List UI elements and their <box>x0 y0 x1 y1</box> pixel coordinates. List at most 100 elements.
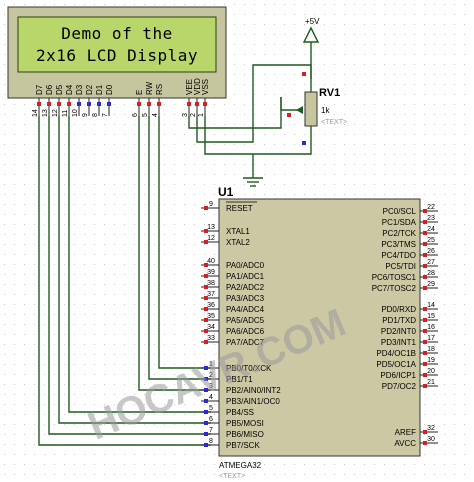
u1-pin-name: PA6/ADC6 <box>226 327 265 336</box>
pin-marker <box>87 102 91 106</box>
ground-symbol-icon[interactable] <box>243 177 263 187</box>
pin-marker <box>423 231 427 235</box>
pin-marker <box>204 432 208 436</box>
u1-pin-name: RESET <box>226 204 253 213</box>
lcd-pin-group: D714D613D512D411D310D29D18D07E6RW5RS4VEE… <box>32 78 210 117</box>
u1-ref: U1 <box>218 185 234 199</box>
pin-marker <box>97 102 101 106</box>
wire-group <box>38 42 312 446</box>
u1-pin-number: 23 <box>427 215 435 222</box>
u1-pin-name: PD1/TXD <box>382 316 416 325</box>
pin-marker <box>204 421 208 425</box>
pin-marker <box>204 240 208 244</box>
u1-pin-number: 22 <box>427 204 435 211</box>
rv1-body <box>304 91 318 127</box>
lcd-pin-label: D3 <box>75 84 84 95</box>
pin-marker <box>204 263 208 267</box>
u1-pin-name: PC4/TDO <box>381 251 416 260</box>
pin-marker <box>187 102 191 106</box>
pin-marker-blue <box>302 141 306 145</box>
wire-d5-pb5 <box>58 116 211 424</box>
u1-pin-name: PC2/TCK <box>382 229 416 238</box>
u1-pin-number: 36 <box>207 302 215 309</box>
lcd-pin-number: 13 <box>42 109 49 117</box>
u1-pin-number: 17 <box>427 335 435 342</box>
u1-pin-name: PD2/INT0 <box>381 327 417 336</box>
u1-text: <TEXT> <box>219 473 245 480</box>
pin-marker <box>423 275 427 279</box>
lcd-pin-number: 12 <box>52 109 59 117</box>
lcd-pin-number: 9 <box>82 113 89 117</box>
u1-pin-name: PB6/MISO <box>226 430 264 439</box>
rv1-text: <TEXT> <box>321 119 347 126</box>
pin-marker <box>423 286 427 290</box>
pin-marker <box>204 274 208 278</box>
u1-pin-number: 24 <box>427 226 435 233</box>
pin-marker <box>423 340 427 344</box>
u1-pin-name: PB1/T1 <box>226 375 253 384</box>
u1-pin-number: 9 <box>209 201 213 208</box>
potentiometer-rv1[interactable]: RV1 1k <TEXT> <box>280 72 347 145</box>
u1-pin-number: 3 <box>209 383 213 390</box>
lcd-pin-label: VSS <box>201 79 210 95</box>
power-terminal-5v[interactable]: +5V <box>302 17 320 43</box>
u1-pin-name: PA4/ADC4 <box>226 305 265 314</box>
u1-pin-number: 18 <box>427 346 435 353</box>
u1-pin-number: 5 <box>209 405 213 412</box>
pin-marker <box>57 102 61 106</box>
pin-marker <box>204 285 208 289</box>
u1-pin-name: PD5/OC1A <box>376 360 416 369</box>
pin-marker <box>204 443 208 447</box>
pin-marker <box>203 102 207 106</box>
u1-pin-number: 37 <box>207 291 215 298</box>
wire-d6-pb6 <box>48 116 211 435</box>
u1-pin-name: PC5/TDI <box>385 262 416 271</box>
pin-marker <box>204 377 208 381</box>
pin-marker <box>204 366 208 370</box>
u1-pin-name: PB3/AIN1/OC0 <box>226 397 280 406</box>
pin-marker <box>204 229 208 233</box>
u1-pin-number: 21 <box>427 379 435 386</box>
u1-pin-number: 25 <box>427 237 435 244</box>
wire-rw-pb1 <box>148 116 211 380</box>
lcd-pin-label: D5 <box>55 84 64 95</box>
lcd-pin-label: D7 <box>35 84 44 95</box>
lcd-module[interactable]: Demo of the 2x16 LCD Display D714D613D51… <box>7 6 227 117</box>
pin-marker <box>204 388 208 392</box>
u1-pin-name: PB7/SCK <box>226 441 260 450</box>
pin-marker <box>423 329 427 333</box>
wire-d4-pb4 <box>68 116 211 413</box>
lcd-pin-label: D1 <box>95 84 104 95</box>
rv1-value: 1k <box>321 106 330 115</box>
lcd-pin-number: 14 <box>32 109 39 117</box>
wire-rs-pb0 <box>158 116 211 369</box>
u1-pin-number: 13 <box>207 224 215 231</box>
u1-pin-number: 39 <box>207 269 215 276</box>
u1-pin-name: PA7/ADC7 <box>226 338 265 347</box>
u1-pin-number: 14 <box>427 302 435 309</box>
u1-pin-number: 19 <box>427 357 435 364</box>
pin-marker <box>77 102 81 106</box>
pin-marker <box>423 220 427 224</box>
wire-vss-gnd-rv1 <box>204 116 312 155</box>
pin-marker <box>107 102 111 106</box>
u1-pin-name: XTAL1 <box>226 227 250 236</box>
u1-pin-number: 40 <box>207 258 215 265</box>
u1-pin-name: PC0/SCL <box>383 207 417 216</box>
u1-pin-number: 28 <box>427 270 435 277</box>
pin-marker <box>137 102 141 106</box>
pin-marker <box>204 318 208 322</box>
pin-marker <box>67 102 71 106</box>
lcd-pin-number: 2 <box>190 113 197 117</box>
u1-pin-name: PC7/TOSC2 <box>372 284 417 293</box>
pin-marker <box>204 206 208 210</box>
pin-marker <box>423 351 427 355</box>
u1-pin-name: PD0/RXD <box>381 305 416 314</box>
lcd-pin-label: RS <box>155 84 164 95</box>
u1-part: ATMEGA32 <box>219 461 262 470</box>
u1-pin-number: 32 <box>427 425 435 432</box>
